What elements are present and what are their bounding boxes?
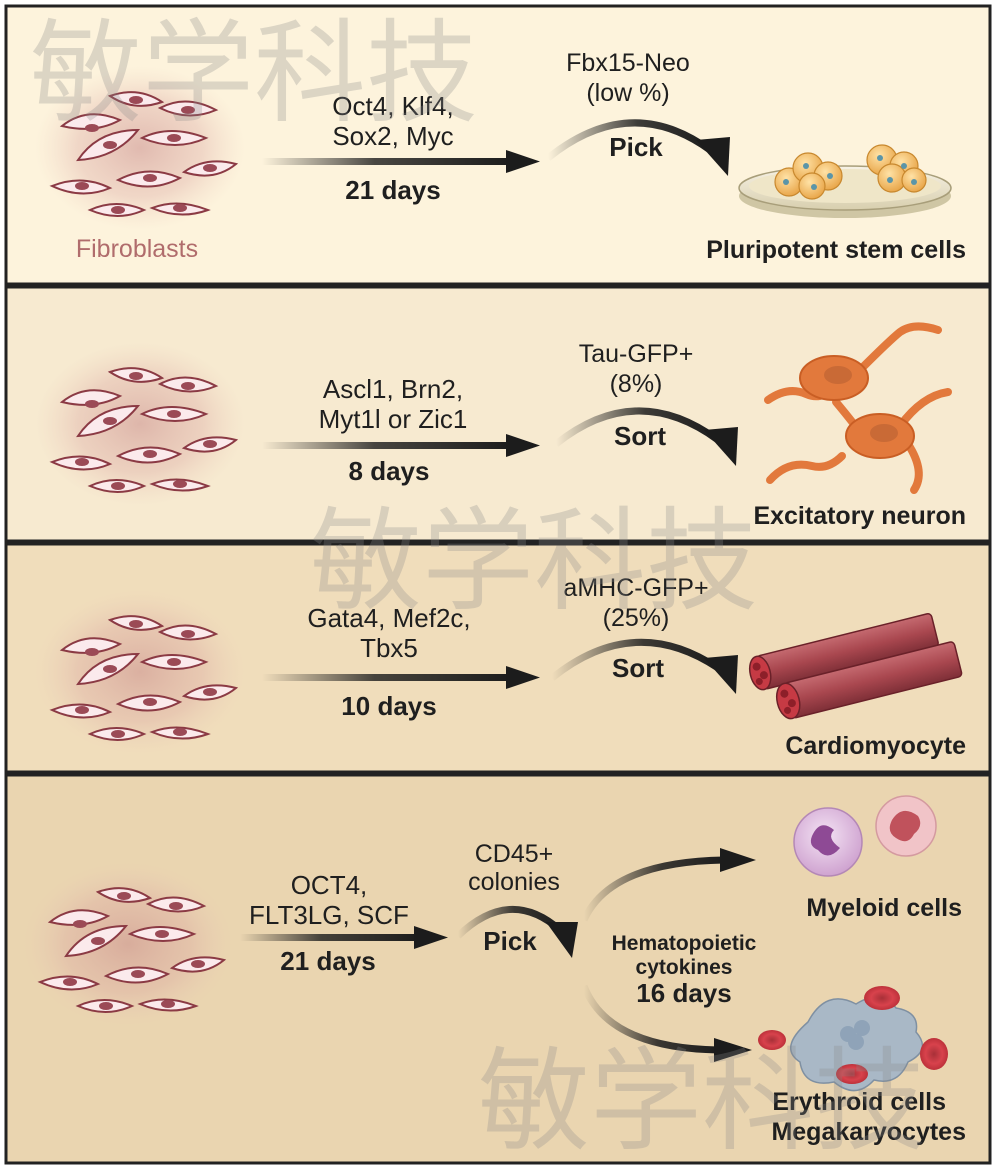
outcome-top-label: Myeloid cells <box>806 894 962 922</box>
action-label: Sort <box>614 421 666 451</box>
factor-line-2: Myt1l or Zic1 <box>319 404 468 434</box>
factor-line-1: OCT4, <box>291 870 368 900</box>
watermark: 敏学科技 <box>478 1037 926 1167</box>
neuron-icon <box>764 322 952 494</box>
factor-line-2: Sox2, Myc <box>332 121 453 151</box>
action-label: Sort <box>612 653 664 683</box>
factor-line-1: Gata4, Mef2c, <box>307 603 470 633</box>
fibroblast-cluster-icon <box>22 861 234 1027</box>
outcome-label: Cardiomyocyte <box>785 732 966 760</box>
selection-line-2: colonies <box>468 868 560 896</box>
duration-label: 8 days <box>349 456 430 486</box>
selection-line-1: CD45+ <box>475 840 554 868</box>
outcome-label: Excitatory neuron <box>753 502 966 530</box>
selection-line-1: aMHC-GFP+ <box>563 574 708 602</box>
source-label: Fibroblasts <box>76 235 198 263</box>
selection-line-2: (low %) <box>586 79 669 107</box>
arrow-right-icon <box>240 926 448 949</box>
arrow-right-icon <box>262 666 540 689</box>
duration-label: 21 days <box>280 946 375 976</box>
factor-line-1: Ascl1, Brn2, <box>323 374 463 404</box>
curved-arrow-icon <box>455 906 578 958</box>
duration-label: 10 days <box>341 691 436 721</box>
arrow-right-icon <box>262 150 540 173</box>
factor-line-2: Tbx5 <box>360 633 418 663</box>
watermark: 敏学科技 <box>30 9 478 139</box>
selection-line-1: Fbx15-Neo <box>566 49 690 77</box>
arrow-right-icon <box>262 434 540 457</box>
curved-arrow-icon <box>549 638 738 694</box>
panel-1: Fibroblasts Oct4, Klf4, Sox2, Myc 21 day… <box>34 49 966 264</box>
branch-arrow-up-icon <box>580 848 756 922</box>
action-label: Pick <box>609 132 663 162</box>
outcome-bottom-line-2: Megakaryocytes <box>771 1118 966 1146</box>
factor-line-1: Oct4, Klf4, <box>332 91 453 121</box>
fibroblast-cluster-icon <box>34 341 246 507</box>
fibroblast-cluster-icon <box>34 589 246 755</box>
action-label: Pick <box>483 926 537 956</box>
curved-arrow-icon <box>545 119 730 176</box>
myeloid-cells-icon <box>793 795 937 877</box>
cytokine-line-1: Hematopoietic <box>612 932 757 955</box>
panel-3: Gata4, Mef2c, Tbx5 10 days aMHC-GFP+ (25… <box>34 574 966 760</box>
watermark: 敏学科技 <box>310 497 758 627</box>
cardiomyocyte-icon <box>748 613 963 720</box>
duration-label: 21 days <box>345 175 440 205</box>
cytokine-duration: 16 days <box>636 978 731 1008</box>
branch-arrow-down-icon <box>580 984 752 1062</box>
erythroid-megakaryocyte-icon <box>758 986 948 1092</box>
panel-4: OCT4, FLT3LG, SCF 21 days CD45+ colonies… <box>22 795 966 1146</box>
selection-line-2: (8%) <box>610 370 663 398</box>
curved-arrow-icon <box>553 407 738 466</box>
outcome-bottom-line-1: Erythroid cells <box>772 1088 946 1116</box>
factor-line-2: FLT3LG, SCF <box>249 900 409 930</box>
selection-line-2: (25%) <box>603 604 670 632</box>
selection-line-1: Tau-GFP+ <box>579 340 694 368</box>
panel-2: Ascl1, Brn2, Myt1l or Zic1 8 days Tau-GF… <box>34 322 966 530</box>
outcome-label: Pluripotent stem cells <box>706 236 966 264</box>
cytokine-line-2: cytokines <box>636 956 733 979</box>
culture-dish-icon <box>738 144 952 218</box>
